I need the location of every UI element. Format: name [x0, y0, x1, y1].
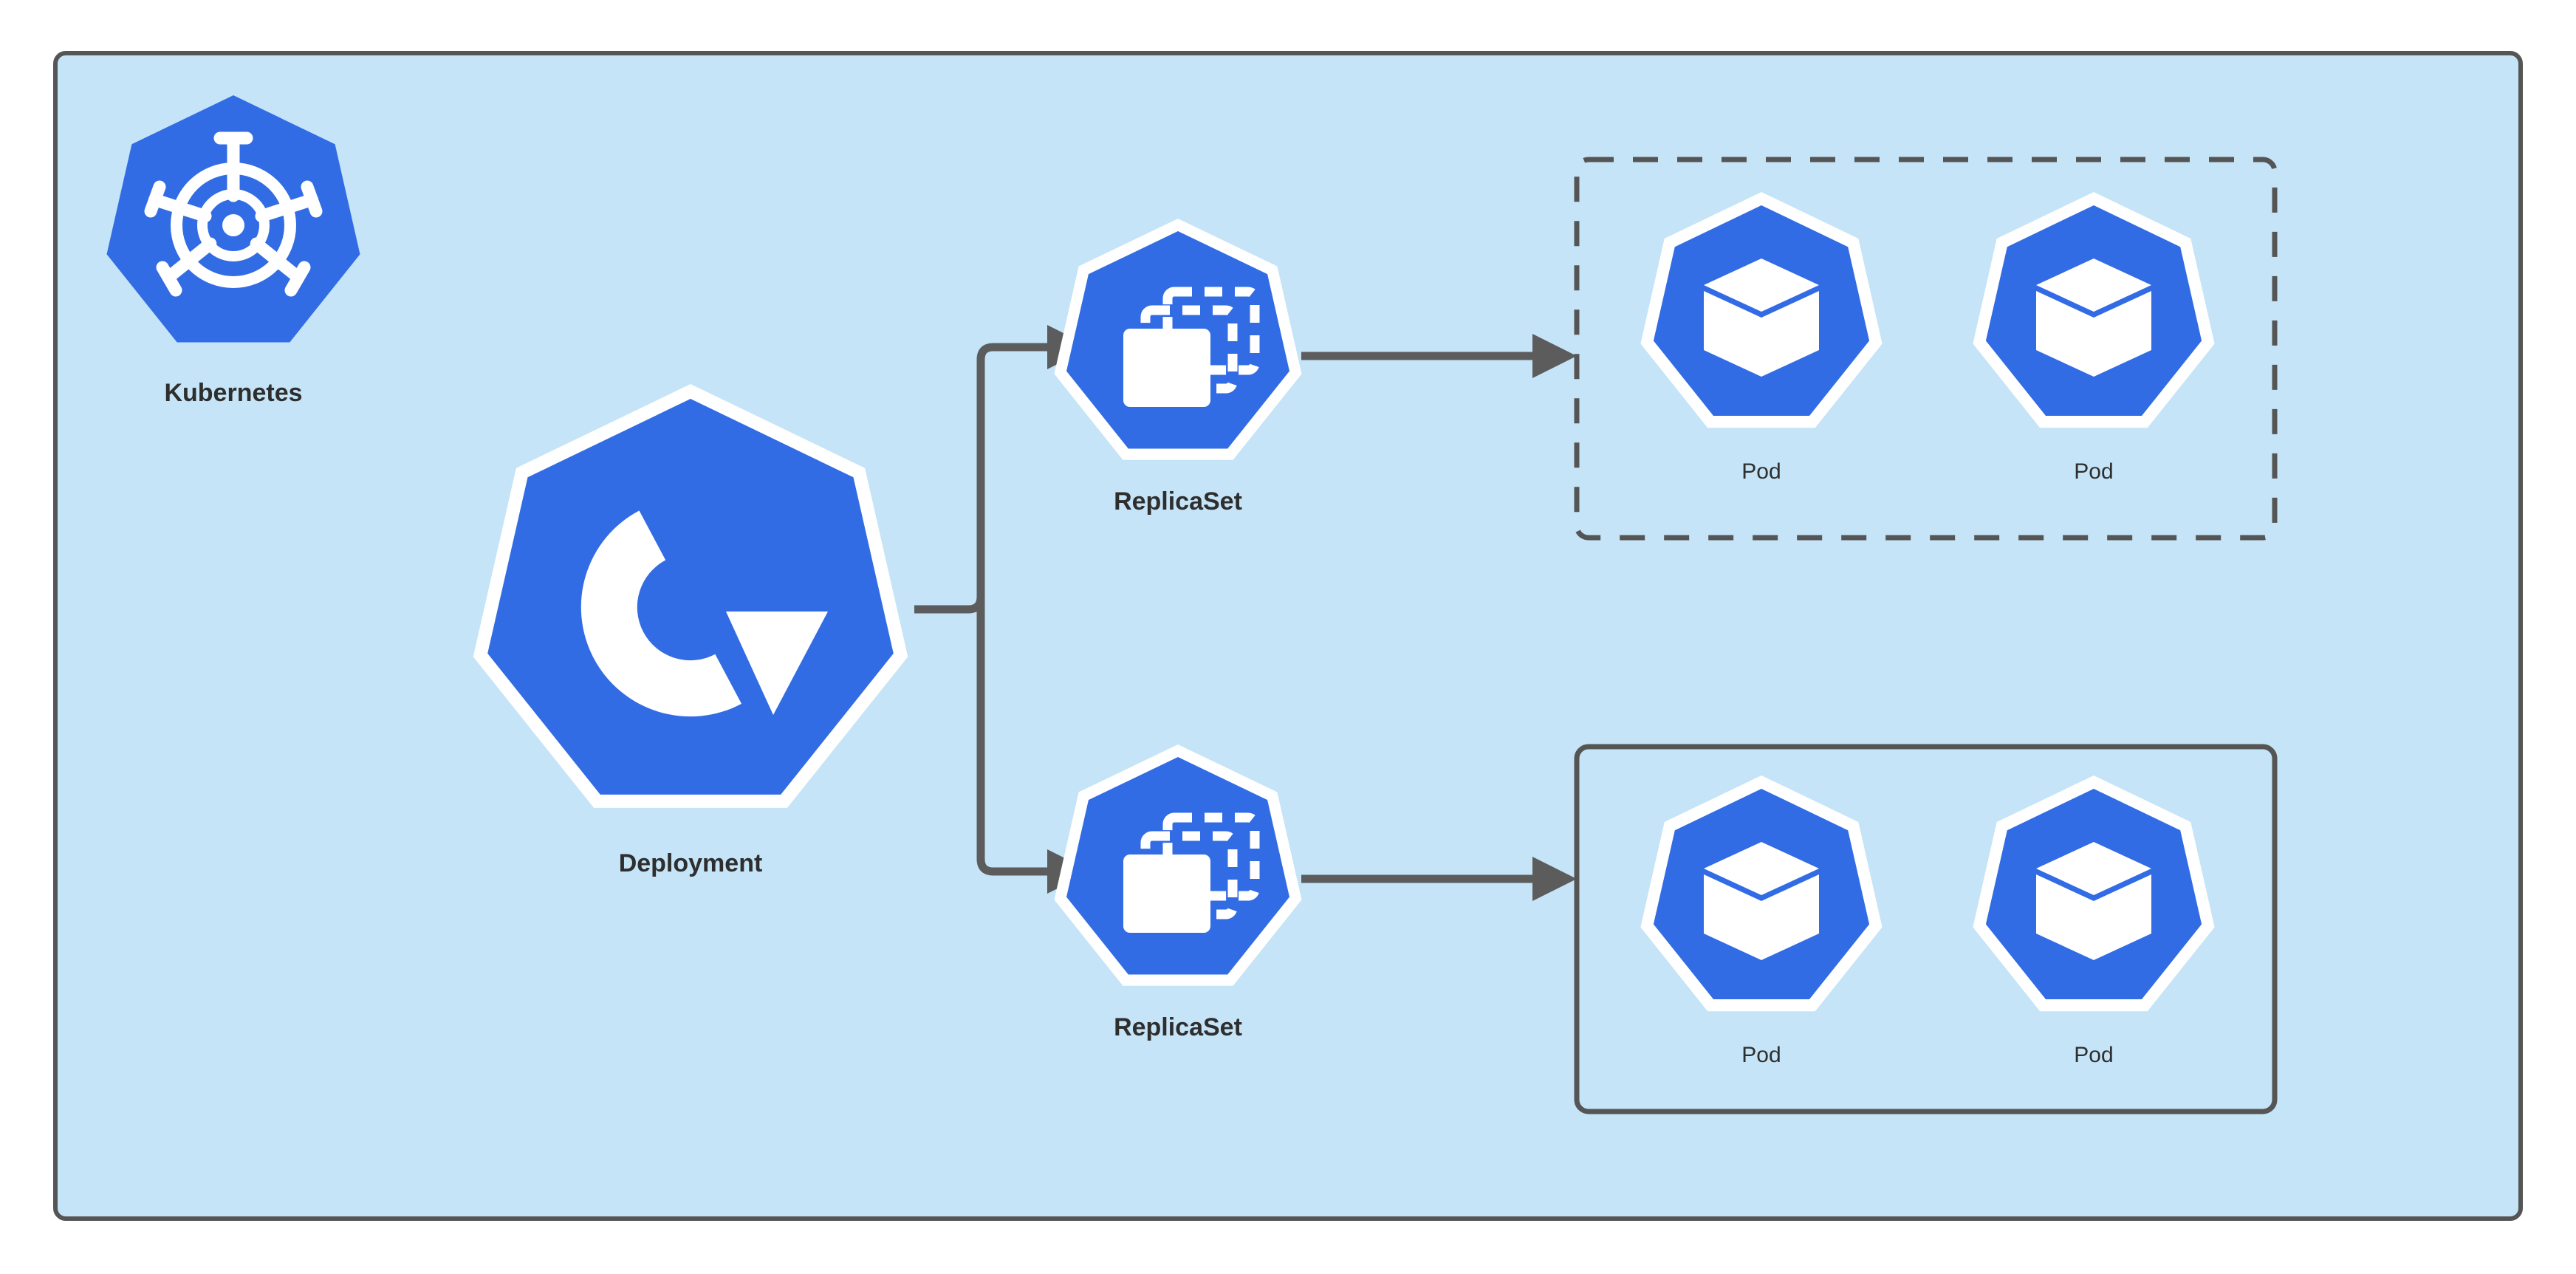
edge-deployment-to-replicasets [914, 343, 1047, 876]
pod-cube-icon [1640, 775, 1883, 1012]
kubernetes-helm-wheel-icon [106, 95, 360, 343]
arrowhead-to-pod-group-top [1532, 334, 1577, 378]
node-pod-top-right[interactable]: Pod [1973, 192, 2215, 484]
pod-group-bottom [1574, 744, 2278, 1114]
replicaset-stacked-boxes-icon [1054, 744, 1302, 986]
node-label-pod-bottom-left: Pod [1741, 1043, 1781, 1067]
node-pod-bottom-left[interactable]: Pod [1640, 775, 1883, 1067]
node-label-deployment: Deployment [619, 849, 763, 877]
pod-cube-icon [1640, 192, 1883, 428]
node-pod-top-left[interactable]: Pod [1640, 192, 1883, 484]
node-label-pod-top-right: Pod [2074, 459, 2113, 484]
node-label-pod-bottom-right: Pod [2074, 1043, 2113, 1067]
node-pod-bottom-right[interactable]: Pod [1973, 775, 2215, 1067]
replicaset-stacked-boxes-icon [1054, 219, 1302, 460]
node-replicaset-top[interactable]: ReplicaSet [1054, 219, 1302, 516]
node-label-replicaset-top: ReplicaSet [1114, 487, 1242, 516]
pod-cube-icon [1973, 775, 2215, 1012]
node-kubernetes[interactable]: Kubernetes [106, 95, 360, 407]
arrowhead-to-pod-group-bottom [1532, 857, 1577, 901]
node-replicaset-bottom[interactable]: ReplicaSet [1054, 744, 1302, 1041]
pod-cube-icon [1973, 192, 2215, 428]
node-label-replicaset-bottom: ReplicaSet [1114, 1013, 1242, 1041]
node-deployment[interactable]: Deployment [473, 384, 908, 877]
deployment-rolling-arrow-icon [473, 384, 908, 808]
node-label-pod-top-left: Pod [1741, 459, 1781, 484]
cluster-panel [53, 51, 2523, 1221]
node-label-kubernetes: Kubernetes [164, 379, 302, 407]
